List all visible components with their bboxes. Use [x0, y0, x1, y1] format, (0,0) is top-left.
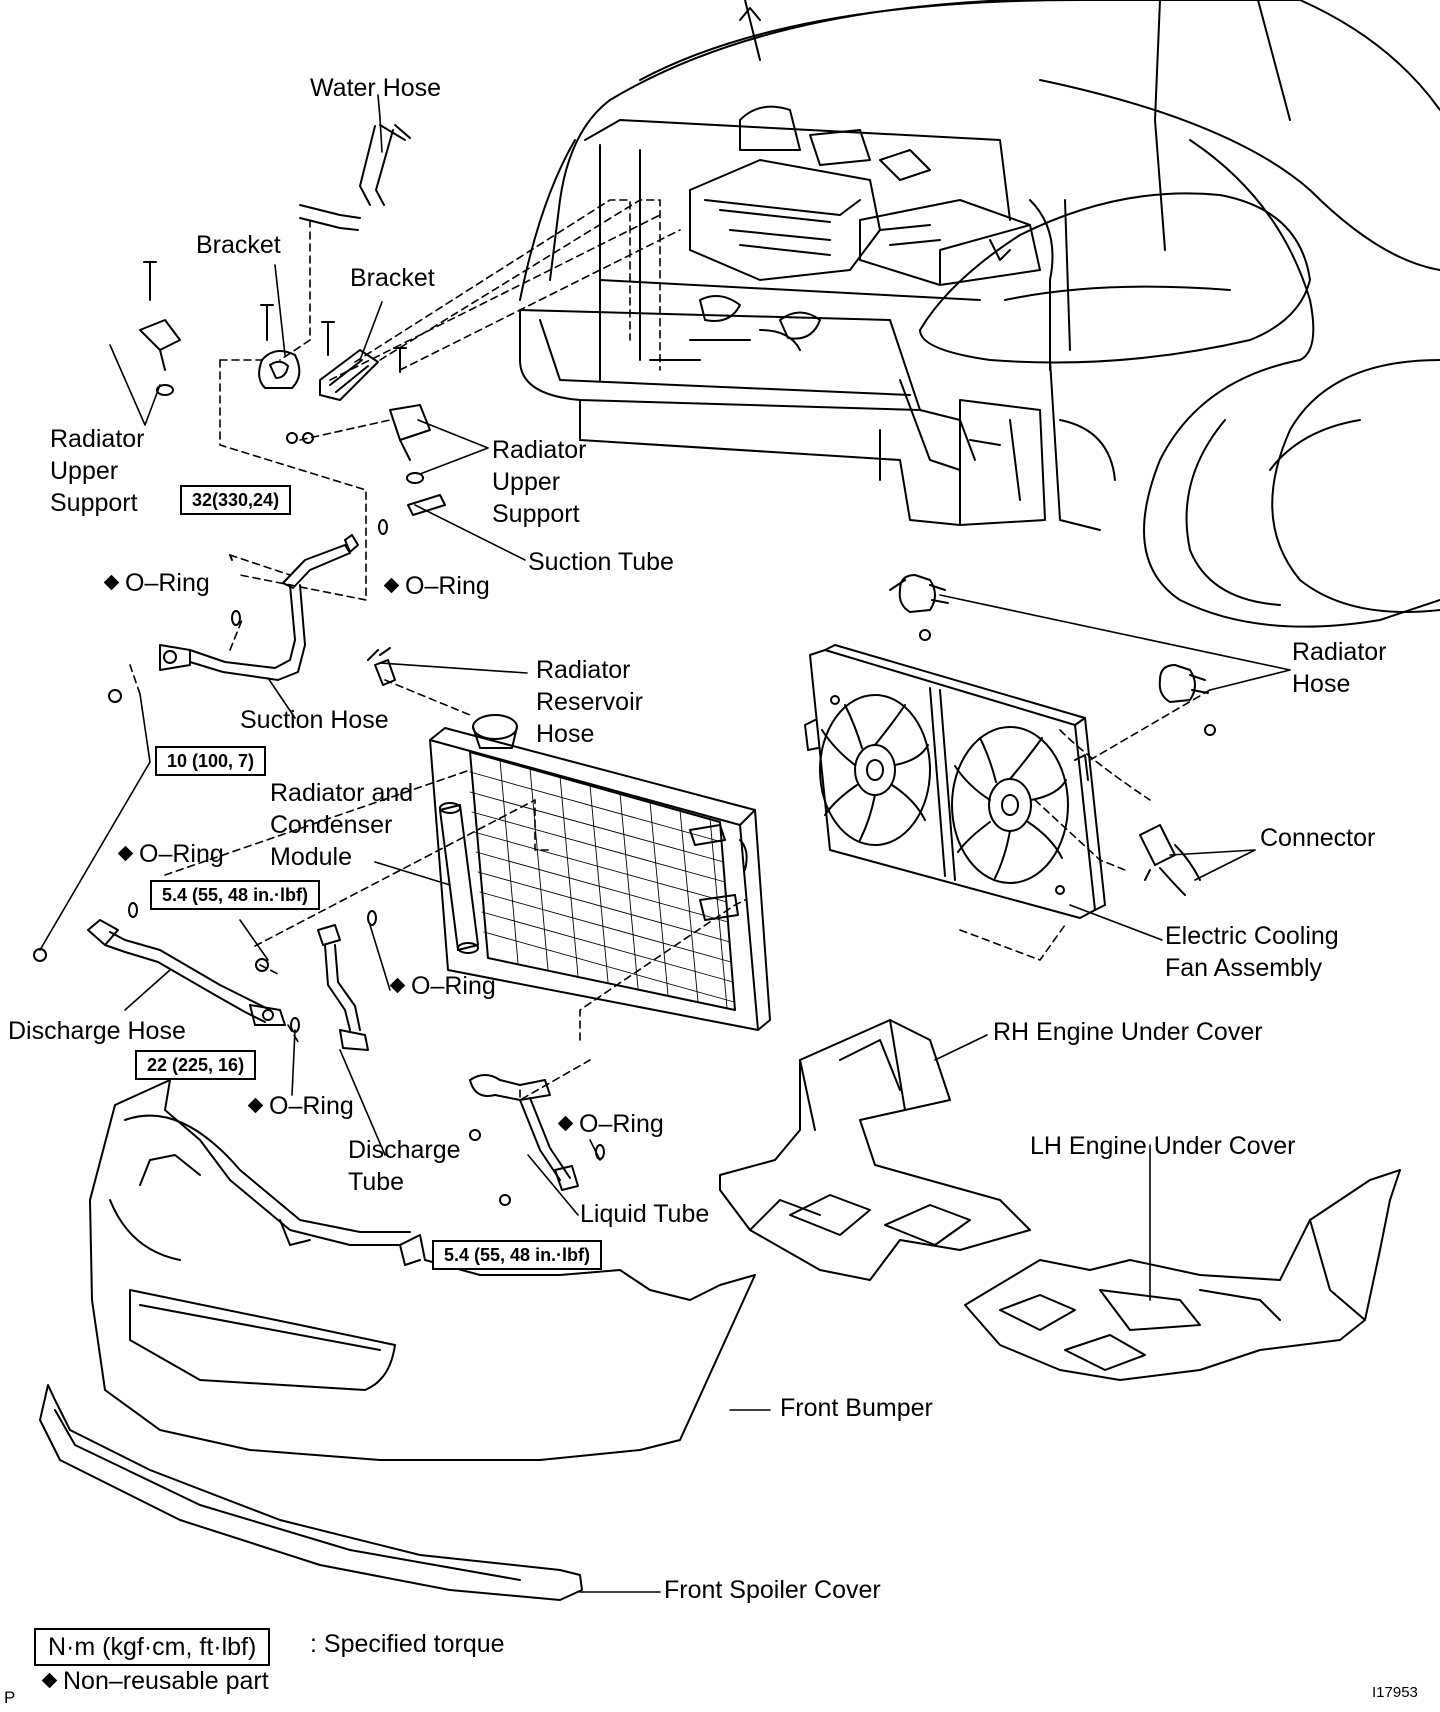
- torque-spec-discharge-tube: 5.4 (55, 48 in.·lbf): [150, 880, 321, 910]
- torque-spec-suction-hose: 32(330,24): [180, 485, 292, 515]
- torque-spec-liquid-tube: 5.4 (55, 48 in.·lbf): [432, 1240, 603, 1270]
- label-bracket-left: Bracket: [196, 231, 281, 259]
- label-front-bumper: Front Bumper: [780, 1394, 933, 1422]
- front-bumper-part: [89, 1079, 756, 1461]
- label-o-ring-5: O–Ring: [246, 1090, 354, 1122]
- lh-engine-under-cover: [964, 1169, 1401, 1381]
- label-discharge-hose: Discharge Hose: [8, 1017, 186, 1045]
- liquid-tube-part: [469, 1074, 605, 1206]
- label-rh-engine-under-cover: RH Engine Under Cover: [993, 1018, 1263, 1046]
- label-o-ring-1: O–Ring: [102, 567, 210, 599]
- discharge-tube-part: [255, 910, 377, 1051]
- label-electric-cooling-fan-assembly: Electric Cooling Fan Assembly: [1165, 922, 1339, 982]
- label-liquid-tube: Liquid Tube: [580, 1200, 710, 1228]
- label-radiator-upper-support-left: Radiator Upper Support: [50, 425, 145, 517]
- legend-non-reusable: Non–reusable part: [40, 1665, 269, 1697]
- rh-engine-under-cover: [719, 1019, 1031, 1281]
- label-leader-lines: [39, 117, 1291, 1593]
- label-radiator-upper-support-right: Radiator Upper Support: [492, 436, 587, 528]
- non-reusable-diamond-icon: [247, 1098, 264, 1114]
- figure-id: I17953: [1372, 1684, 1418, 1701]
- electric-cooling-fan-assembly: [804, 574, 1216, 919]
- label-radiator-hose: Radiator Hose: [1292, 638, 1387, 698]
- non-reusable-diamond-icon: [383, 578, 400, 594]
- label-suction-tube: Suction Tube: [528, 548, 674, 576]
- label-lh-engine-under-cover: LH Engine Under Cover: [1030, 1132, 1296, 1160]
- legend-specified-torque-text: : Specified torque: [310, 1630, 505, 1658]
- legend-torque-unit-box: N·m (kgf·cm, ft·lbf): [34, 1628, 271, 1666]
- label-radiator-condenser-module: Radiator and Condenser Module: [270, 779, 414, 871]
- torque-spec-discharge-hose: 22 (225, 16): [135, 1050, 257, 1080]
- water-hose-part: [299, 94, 411, 231]
- torque-spec-bolt: 10 (100, 7): [155, 746, 267, 776]
- non-reusable-diamond-icon: [117, 846, 134, 862]
- label-connector: Connector: [1260, 824, 1376, 852]
- label-bracket-right: Bracket: [350, 264, 435, 292]
- label-radiator-reservoir-hose: Radiator Reservoir Hose: [536, 656, 643, 748]
- suction-hose-part: [108, 494, 446, 703]
- discharge-hose-part: [33, 902, 300, 1033]
- radiator-condenser-module: [367, 647, 771, 1031]
- non-reusable-diamond-icon: [103, 575, 120, 591]
- non-reusable-diamond-icon: [557, 1116, 574, 1132]
- label-o-ring-2: O–Ring: [382, 570, 490, 602]
- label-discharge-tube: Discharge Tube: [348, 1136, 461, 1196]
- vehicle-front-illustration: [519, 0, 1440, 628]
- corner-mark: P: [4, 1688, 16, 1707]
- label-water-hose: Water Hose: [310, 74, 442, 102]
- dashed-leader-lines: [129, 199, 1211, 1101]
- non-reusable-diamond-icon: [389, 978, 406, 994]
- label-o-ring-6: O–Ring: [556, 1108, 664, 1140]
- label-front-spoiler-cover: Front Spoiler Cover: [664, 1576, 881, 1604]
- non-reusable-diamond-icon: [41, 1673, 58, 1689]
- label-o-ring-3: O–Ring: [116, 838, 224, 870]
- label-suction-hose: Suction Hose: [240, 706, 389, 734]
- front-spoiler-cover-part: [39, 1384, 583, 1601]
- label-o-ring-4: O–Ring: [388, 970, 496, 1002]
- bracket-parts: [139, 261, 431, 484]
